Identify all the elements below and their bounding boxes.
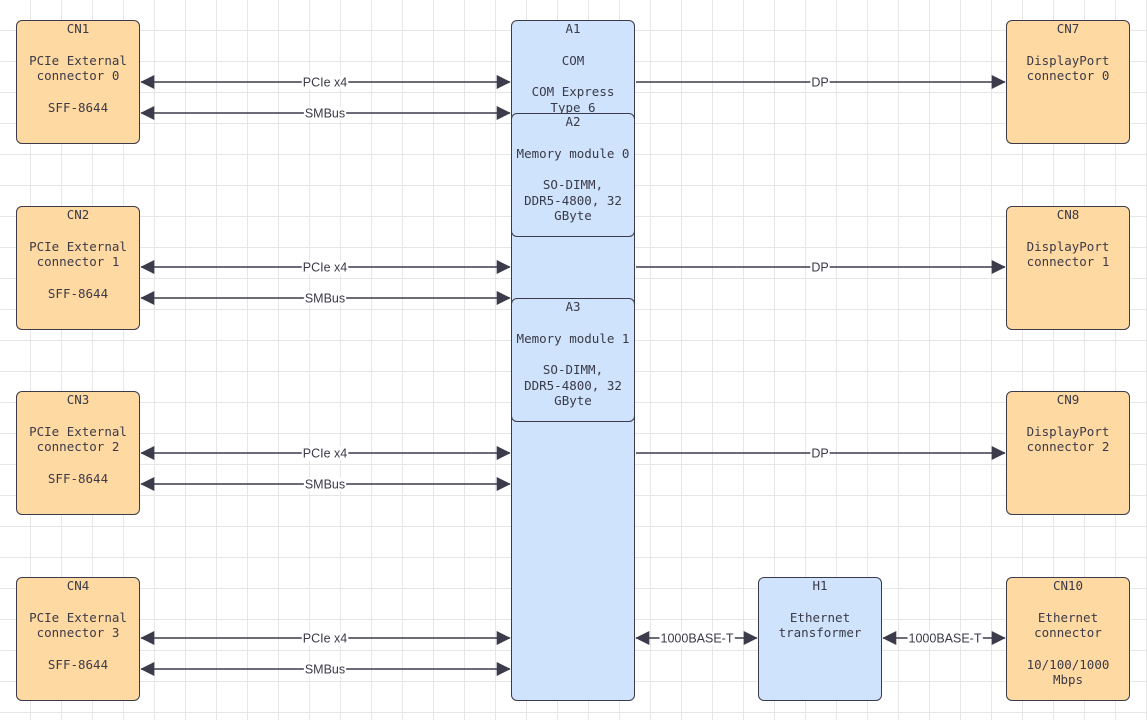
block-id: CN8 [1056,207,1080,222]
block-id: A3 [565,299,581,314]
block-id: CN3 [66,392,90,407]
block-title-line-2: transformer [778,625,862,640]
block-title-line-1: Memory module 0 [516,145,630,161]
block-detail-line-2: Type 6 [550,99,596,115]
block-detail: SFF-8644 [47,99,109,115]
block-id: H1 [812,578,828,593]
block-title-line-1: PCIe External [29,609,127,625]
block-cn10-ethernet-connector[interactable]: CN10 Ethernet connector 10/100/1000 Mbps [1006,577,1130,701]
block-title-line-1: DisplayPort [1026,238,1110,254]
connection-label-background [303,662,347,677]
connection-label: PCIe x4 [303,447,348,461]
block-id: CN4 [66,578,90,593]
block-title-line-1: Ethernet [1037,609,1099,625]
block-a3-memory-module-1[interactable]: A3 Memory module 1 SO-DIMM, DDR5-4800, 3… [511,298,635,422]
block-title-line-1: Memory module 1 [516,330,630,346]
block-title-line-2: connector 0 [36,68,120,83]
connection-label-background [810,446,830,461]
block-id: CN7 [1056,21,1080,36]
connection-label-background [301,75,349,90]
connection-label: SMBus [305,663,345,677]
connection-label: 1000BASE-T [909,632,982,646]
block-title-line-2: connector 1 [36,254,120,269]
connection-label: PCIe x4 [303,76,348,90]
block-detail-line-2: DDR5-4800, 32 [524,192,622,208]
block-title-line-2: connector 0 [1026,68,1110,83]
connection-label-background [303,477,347,492]
block-title-line-1: DisplayPort [1026,52,1110,68]
block-detail-line-1: 10/100/1000 [1026,656,1110,672]
block-title-line-2: connector [1034,625,1102,640]
block-a2-memory-module-0[interactable]: A2 Memory module 0 SO-DIMM, DDR5-4800, 3… [511,113,635,237]
connection-label-background [810,75,830,90]
connection-label: PCIe x4 [303,261,348,275]
connection-label-background [659,631,735,646]
block-detail: SFF-8644 [47,285,109,301]
connection-label: SMBus [305,292,345,306]
block-detail-line-1: SO-DIMM, [542,177,604,192]
connection-label-background [301,260,349,275]
connection-label-background [301,446,349,461]
block-title-line-2: connector 2 [36,439,120,454]
block-detail-line-2: DDR5-4800, 32 [524,377,622,393]
block-detail-line-1: SO-DIMM, [542,362,604,377]
block-detail-line-1: COM Express [531,84,615,99]
block-cn1[interactable]: CN1 PCIe External connector 0 SFF-8644 [16,20,140,144]
block-detail: SFF-8644 [47,656,109,672]
connection-label: SMBus [305,107,345,121]
block-title-line-1: PCIe External [29,52,127,68]
block-id: CN1 [66,21,90,36]
connection-label-background [303,291,347,306]
block-id: CN9 [1056,392,1080,407]
block-detail-line-3: GByte [554,393,592,408]
block-title-line-1: PCIe External [29,423,127,439]
connection-label: PCIe x4 [303,632,348,646]
connection-label-background [303,106,347,121]
block-detail-line-3: GByte [554,208,592,223]
connection-label-background [907,631,983,646]
block-id: CN2 [66,207,90,222]
block-id: A2 [565,114,581,129]
block-detail: SFF-8644 [47,470,109,486]
connection-label: DP [811,76,828,90]
block-cn4[interactable]: CN4 PCIe External connector 3 SFF-8644 [16,577,140,701]
block-title-line-2: connector 1 [1026,254,1110,269]
block-cn2[interactable]: CN2 PCIe External connector 1 SFF-8644 [16,206,140,330]
block-id: A1 [565,21,581,36]
connection-label: SMBus [305,478,345,492]
connection-label: DP [811,261,828,275]
block-title-line-2: connector 3 [36,625,120,640]
connection-label: DP [811,447,828,461]
block-cn3[interactable]: CN3 PCIe External connector 2 SFF-8644 [16,391,140,515]
block-cn9[interactable]: CN9 DisplayPort connector 2 [1006,391,1130,515]
connection-label: 1000BASE-T [661,632,734,646]
block-title-line-1: COM [561,52,585,68]
connection-label-background [810,260,830,275]
block-h1-ethernet-transformer[interactable]: H1 Ethernet transformer [758,577,882,701]
block-id: CN10 [1052,578,1084,593]
connection-label-background [301,631,349,646]
block-detail-line-2: Mbps [1052,672,1084,687]
block-cn8[interactable]: CN8 DisplayPort connector 1 [1006,206,1130,330]
block-title-line-1: Ethernet [789,609,851,625]
block-cn7[interactable]: CN7 DisplayPort connector 0 [1006,20,1130,144]
block-title-line-2: connector 2 [1026,439,1110,454]
block-title-line-1: DisplayPort [1026,423,1110,439]
block-title-line-1: PCIe External [29,238,127,254]
